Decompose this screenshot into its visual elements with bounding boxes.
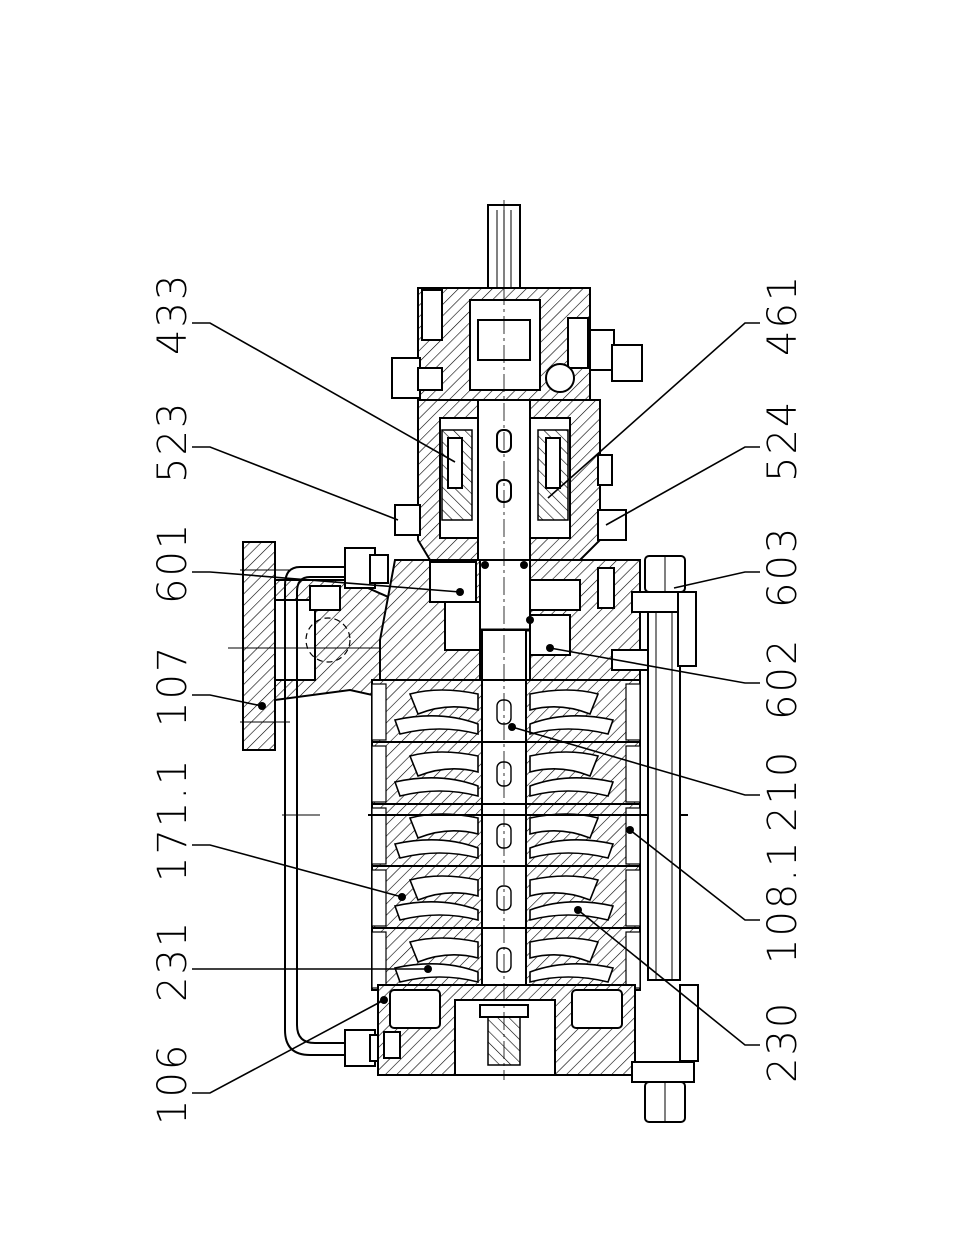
- suction-casing: [378, 985, 635, 1075]
- label-210: 210: [760, 750, 806, 832]
- label-461: 461: [760, 274, 806, 356]
- label-108-1: 108.1: [760, 839, 806, 964]
- label-433: 433: [150, 273, 196, 355]
- labels-left-group: 433 523 601 107 171.1 231 106: [150, 273, 196, 1125]
- label-602: 602: [760, 638, 806, 720]
- label-601: 601: [150, 522, 196, 604]
- label-107: 107: [150, 645, 196, 727]
- label-603: 603: [760, 526, 806, 608]
- label-230: 230: [760, 1001, 806, 1083]
- label-231: 231: [150, 920, 196, 1002]
- label-524: 524: [760, 400, 806, 482]
- seal-housing: [395, 400, 626, 560]
- pump-stages: [368, 630, 688, 1010]
- labels-right-group: 461 524 603 602 210 108.1 230: [760, 274, 806, 1083]
- label-171-1: 171.1: [150, 757, 196, 882]
- label-523: 523: [150, 401, 196, 483]
- bearing-housing: [392, 288, 642, 400]
- label-106: 106: [150, 1043, 196, 1125]
